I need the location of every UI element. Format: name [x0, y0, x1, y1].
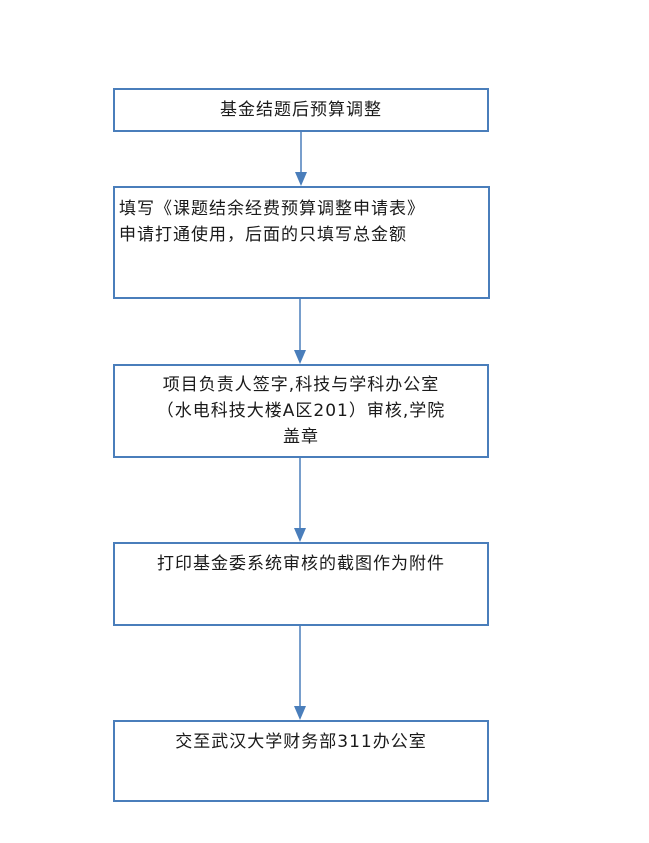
flow-step-3-box: 项目负责人签字,科技与学科办公室 （水电科技大楼A区201）审核,学院 盖章: [113, 364, 489, 458]
flow-step-3-text-line-2: （水电科技大楼A区201）审核,学院: [156, 401, 446, 421]
arrowhead-step2-to-step3: [294, 350, 306, 364]
flow-step-1-text: 基金结题后预算调整: [220, 100, 382, 120]
flow-step-2-text-line-1: 填写《课题结余经费预算调整申请表》: [119, 199, 425, 219]
flow-step-4-box: 打印基金委系统审核的截图作为附件: [113, 542, 489, 626]
flow-step-3-text-line-1: 项目负责人签字,科技与学科办公室: [162, 375, 440, 395]
flow-step-1-box: 基金结题后预算调整: [113, 88, 489, 132]
flow-step-2-box: 填写《课题结余经费预算调整申请表》 申请打通使用，后面的只填写总金额: [113, 186, 490, 299]
flow-step-4-text: 打印基金委系统审核的截图作为附件: [157, 554, 445, 574]
flow-step-2-text-line-2: 申请打通使用，后面的只填写总金额: [119, 225, 407, 245]
flow-step-5-box: 交至武汉大学财务部311办公室: [113, 720, 489, 802]
arrowhead-step3-to-step4: [294, 528, 306, 542]
arrowhead-step4-to-step5: [294, 706, 306, 720]
flow-step-3-text-line-3: 盖章: [283, 427, 319, 447]
flow-step-5-text: 交至武汉大学财务部311办公室: [175, 732, 427, 752]
arrowhead-step1-to-step2: [295, 172, 307, 186]
